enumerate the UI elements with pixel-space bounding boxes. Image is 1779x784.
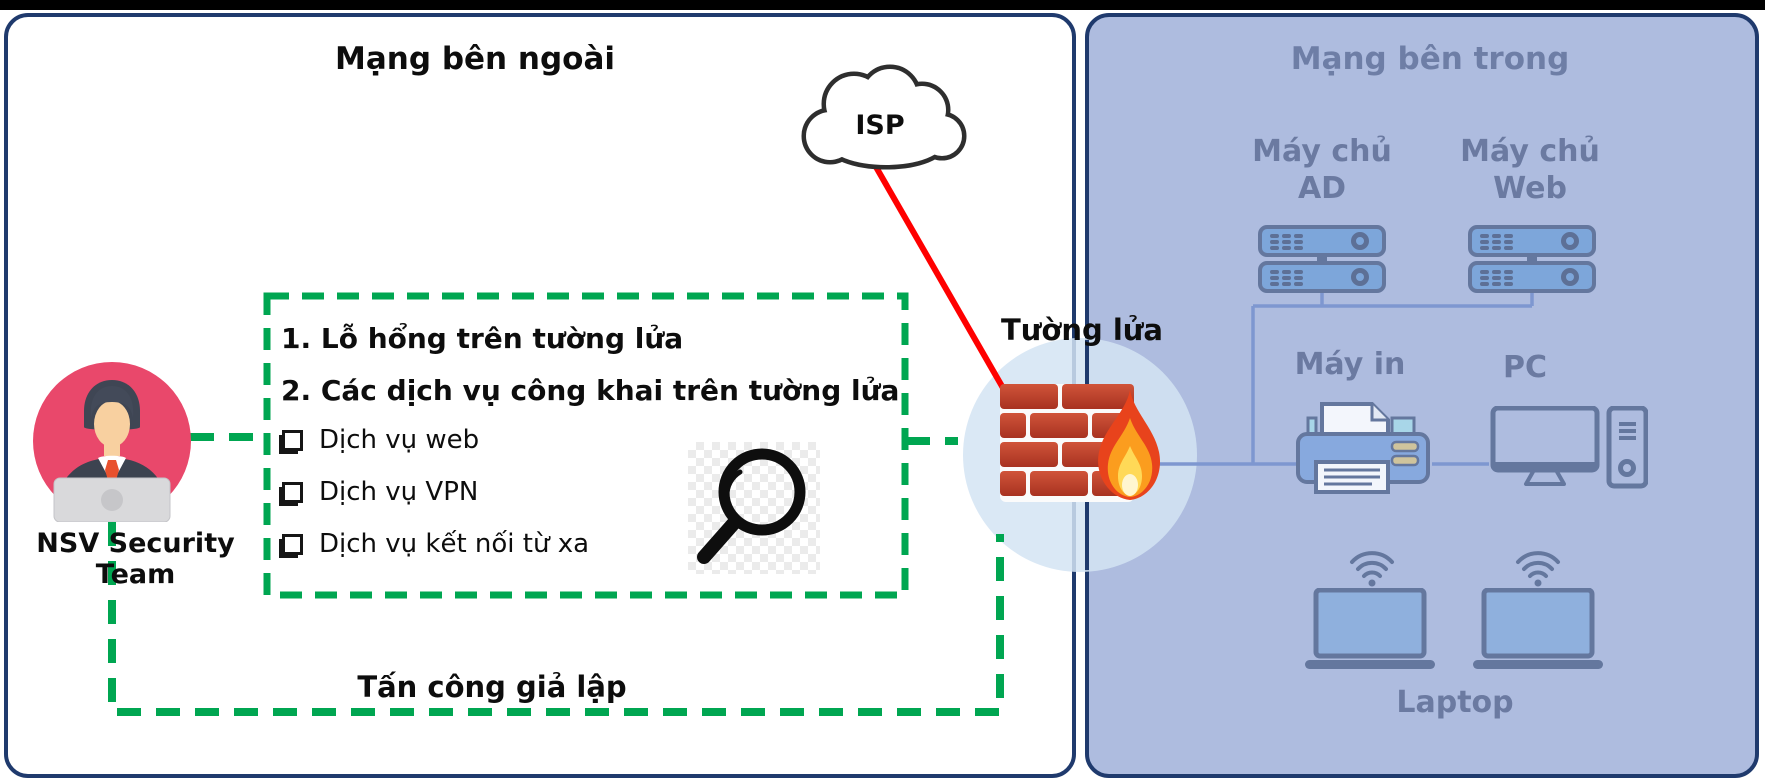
server-web-label-line1: Máy chủ [1460, 134, 1600, 169]
nsv-team-label: NSV Security Team [18, 528, 253, 590]
checkbox-icon [282, 429, 303, 451]
laptop-label: Laptop [1396, 685, 1514, 720]
printer-icon [1296, 402, 1430, 494]
isp-cloud-icon [801, 64, 967, 170]
checklist-item-label: Dịch vụ kết nối từ xa [319, 529, 590, 559]
flame-icon [1098, 390, 1161, 500]
server-web-label-line2: Web [1493, 171, 1567, 206]
internal-network-title: Mạng bên trong [1290, 41, 1570, 77]
checklist-item-remote: Dịch vụ kết nối từ xa [280, 529, 589, 559]
server-ad-label-line2: AD [1297, 171, 1347, 206]
magnifier-checker-bg [688, 442, 820, 574]
pc-icon [1490, 406, 1648, 489]
checklist-item-web: Dịch vụ web [280, 425, 479, 455]
nsv-team-label-line1: NSV Security [36, 528, 235, 559]
magnifier-icon [697, 448, 806, 564]
top-black-bar [0, 0, 1765, 10]
checklist-item-label: Dịch vụ VPN [319, 477, 479, 507]
checkbox-icon [282, 533, 303, 555]
server-ad-icon [1258, 225, 1386, 293]
firewall-label: Tường lửa [1000, 313, 1163, 347]
wifi-icon [1350, 551, 1394, 587]
attack-label: Tấn công giả lập [357, 670, 627, 704]
checklist-item-vpn: Dịch vụ VPN [280, 477, 478, 507]
nsv-avatar-icon [33, 362, 191, 522]
server-ad-label: Máy chủ AD [1242, 133, 1402, 207]
pc-label: PC [1502, 350, 1547, 385]
server-web-label: Máy chủ Web [1450, 133, 1610, 207]
wifi-icon [1516, 551, 1560, 587]
printer-label: Máy in [1294, 347, 1406, 382]
isp-label: ISP [855, 110, 905, 141]
finding-item-1: 1. Lỗ hổng trên tường lửa [281, 322, 684, 355]
external-network-title: Mạng bên ngoài [335, 41, 615, 77]
nsv-team-label-line2: Team [95, 559, 176, 590]
server-web-icon [1468, 225, 1596, 293]
laptop-icon [1305, 588, 1435, 669]
checklist-item-label: Dịch vụ web [319, 425, 480, 455]
laptop-icon [1473, 588, 1603, 669]
finding-item-2: 2. Các dịch vụ công khai trên tường lửa [281, 374, 900, 407]
server-ad-label-line1: Máy chủ [1252, 134, 1392, 169]
checkbox-icon [282, 481, 303, 503]
